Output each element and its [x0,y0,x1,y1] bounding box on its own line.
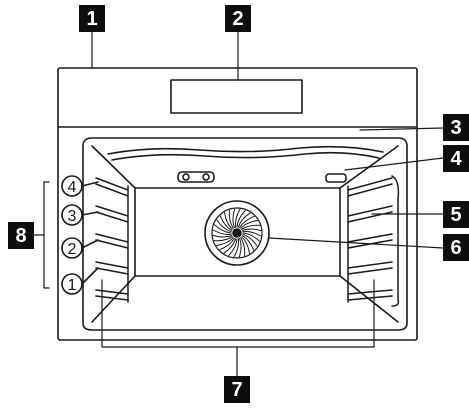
fan-blade [238,237,242,258]
callout-2: 2 [225,5,251,32]
fan-blade [232,208,236,229]
shelf-level-2-label: 2 [68,241,77,258]
fan-blade [219,237,235,251]
callout-5: 5 [443,201,469,228]
fan-blade [239,215,255,229]
fan-hub [232,228,242,238]
lamp-right [202,173,210,181]
fan-blade [233,238,239,258]
lamp-left [182,173,190,181]
cavity-frame [82,137,408,331]
callout-6: 6 [443,234,469,261]
fan-blade [236,210,246,228]
fan-blade [228,209,234,229]
fan-blade [242,231,262,237]
callout-1: 1 [79,5,105,32]
fan-blade [242,233,258,247]
fan-blade [240,220,258,229]
fan-blade [242,232,260,242]
fan-blade [240,237,246,257]
left-shelf-supports [95,177,129,303]
shelf-level-3-label: 3 [68,208,77,225]
callout-4: 4 [443,145,469,172]
fan-blade [241,228,262,232]
fan-blade [216,219,232,233]
fan-blade [212,229,232,235]
fan-blade [212,234,233,238]
fan-blade [214,224,232,234]
fan-cover-inner [211,207,263,259]
fan-blade [241,236,250,254]
shelf-level-4-label: 4 [68,179,77,196]
fan-blade [235,208,241,228]
cavity-edge-tl [91,145,136,189]
cavity-edge-br [339,275,399,323]
top-heating-element [107,145,384,155]
fan-blade [241,235,255,251]
fan-cover-outer [204,200,270,266]
shelf-level-1-label: 1 [68,277,77,294]
fan-blade [241,224,261,230]
fan-blade [219,215,233,231]
fan-blade [237,212,251,228]
top-heating-element-inner [111,151,380,161]
callout-8: 8 [8,222,34,249]
callout-3: 3 [443,114,469,141]
control-display [170,79,303,114]
lamp-housing [177,171,215,183]
shelf-level-markers: 4 3 2 1 [61,175,99,295]
right-shelf-supports [347,175,400,307]
fan-blade [228,238,238,256]
callout-7: 7 [224,376,250,403]
fan-blade [216,237,234,246]
fan-blade [223,238,237,254]
fan-blades [212,208,262,258]
leader-lines [33,29,444,377]
temperature-sensor [325,173,347,183]
fan-blade [224,212,233,230]
fan-blade [213,236,233,242]
